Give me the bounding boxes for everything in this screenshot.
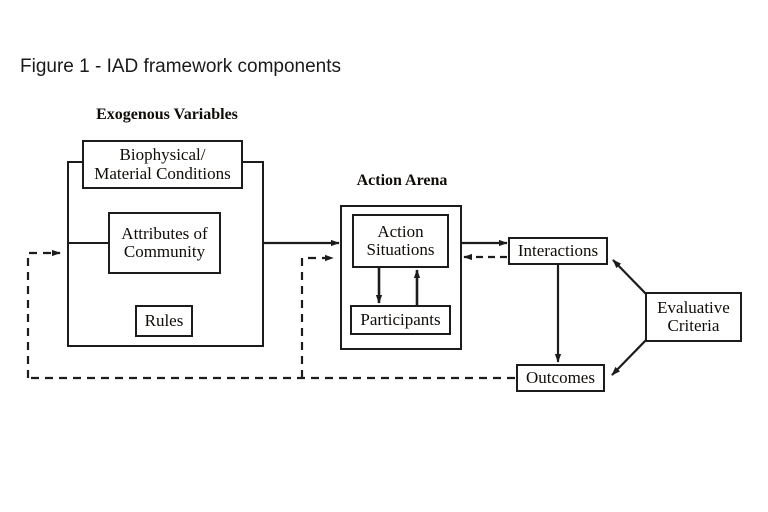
- box-participants[interactable]: Participants: [350, 305, 451, 335]
- box-biophysical-material-conditions[interactable]: Biophysical/Material Conditions: [82, 140, 243, 189]
- edge-feedback-to-exogenous: [26, 249, 61, 378]
- edge-evaluative-to-outcomes: [611, 337, 649, 376]
- action-arena-heading: Action Arena: [356, 172, 448, 189]
- exogenous-variables-heading: Exogenous Variables: [96, 106, 238, 123]
- page-title: Figure 1 - IAD framework components: [20, 56, 342, 77]
- edge-evaluative-to-interactions: [612, 259, 649, 297]
- edge-feedback-to-action-arena: [300, 254, 334, 378]
- box-outcomes[interactable]: Outcomes: [516, 364, 605, 392]
- exogenous-divider-line: [69, 242, 110, 244]
- box-rules[interactable]: Rules: [135, 305, 193, 337]
- box-interactions[interactable]: Interactions: [508, 237, 608, 265]
